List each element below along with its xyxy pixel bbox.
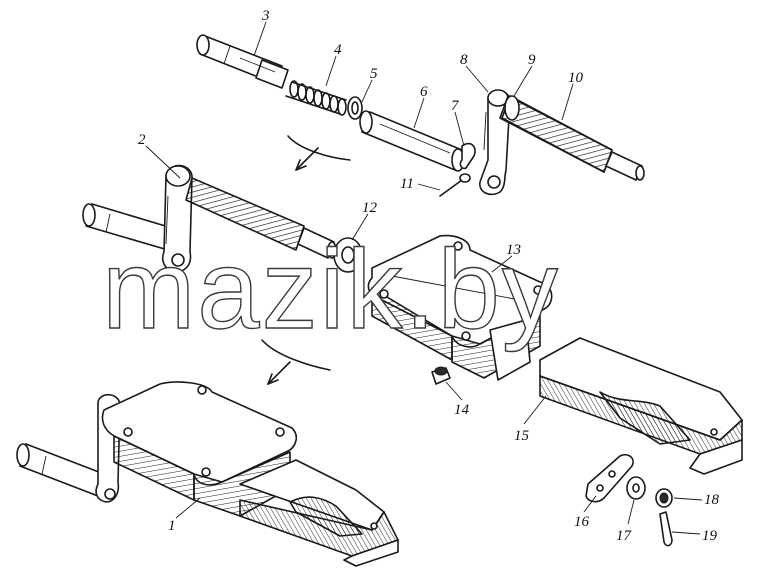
part-14-bolt xyxy=(431,366,451,385)
label-19: 19 xyxy=(702,528,718,544)
part-17-washer xyxy=(626,476,646,500)
label-6: 6 xyxy=(420,84,428,100)
part-3-rod xyxy=(196,34,289,89)
direction-arrow-upper xyxy=(287,135,351,171)
part-18-lock-washer xyxy=(655,488,673,508)
part-1-assembly xyxy=(16,381,399,567)
part-12-washer xyxy=(333,237,363,273)
part-11-screw xyxy=(439,173,471,197)
label-4: 4 xyxy=(334,42,342,58)
part-16-plate xyxy=(585,453,634,503)
label-5: 5 xyxy=(370,66,378,82)
label-11: 11 xyxy=(400,176,414,192)
label-9: 9 xyxy=(528,52,536,68)
part-15-slider xyxy=(539,337,743,475)
label-14: 14 xyxy=(454,402,470,418)
label-15: 15 xyxy=(514,428,530,444)
part-13-housing xyxy=(367,234,553,381)
part-4-spring xyxy=(285,80,347,116)
label-8: 8 xyxy=(460,52,468,68)
label-1: 1 xyxy=(168,518,176,534)
label-10: 10 xyxy=(568,70,584,86)
part-5-washer xyxy=(347,96,363,120)
label-16: 16 xyxy=(574,514,590,530)
label-12: 12 xyxy=(362,200,378,216)
label-3: 3 xyxy=(261,8,270,24)
label-18: 18 xyxy=(704,492,720,508)
part-10-threaded-shaft xyxy=(499,95,645,181)
part-6-sleeve xyxy=(359,110,465,172)
label-17: 17 xyxy=(616,528,633,544)
part-labels: 3 4 5 6 7 8 9 10 11 2 12 13 14 15 1 16 1… xyxy=(138,8,720,544)
leader-lines xyxy=(145,21,703,535)
part-7-pin xyxy=(459,142,476,170)
part-19-cotter xyxy=(659,511,673,547)
label-13: 13 xyxy=(506,242,521,258)
label-2: 2 xyxy=(138,132,146,148)
watermark-text: mazik.by xyxy=(102,227,560,352)
label-7: 7 xyxy=(451,98,460,114)
direction-arrow-lower xyxy=(261,339,331,385)
